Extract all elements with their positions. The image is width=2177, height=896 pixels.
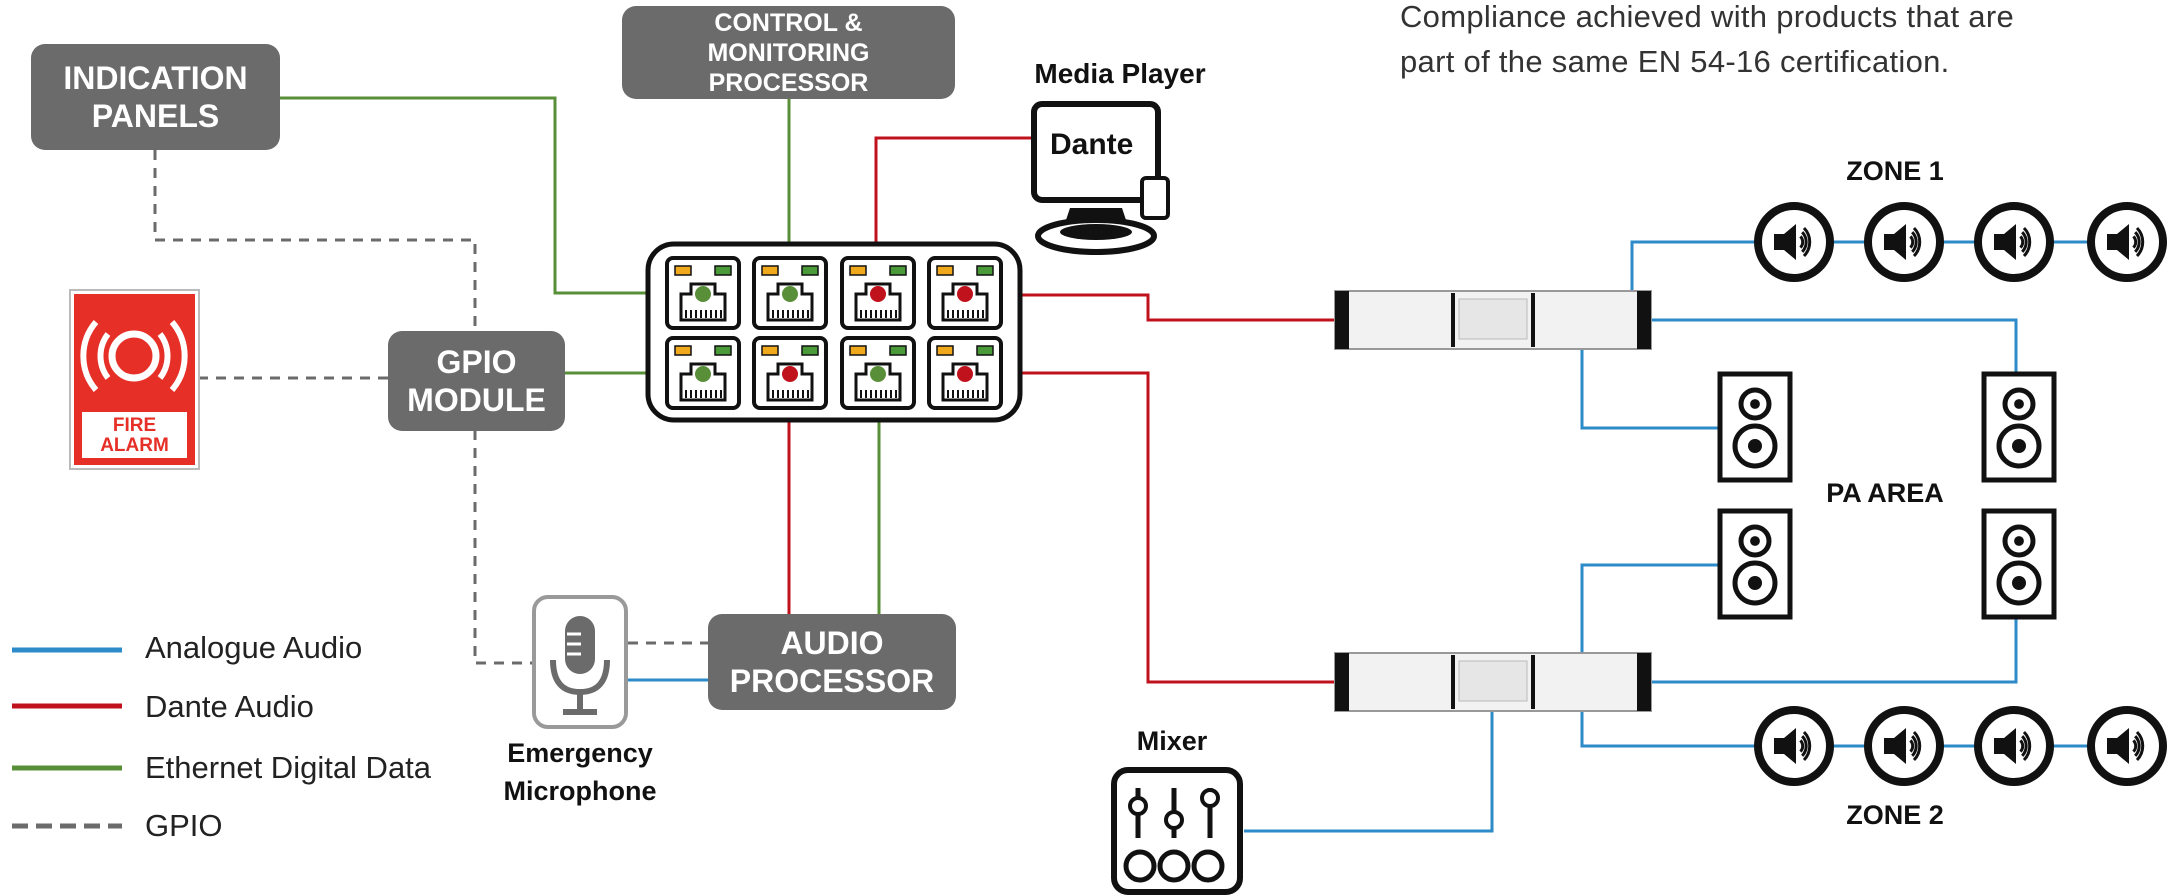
pa-area-label: PA AREA [1826, 478, 1944, 508]
zone1-label: ZONE 1 [1846, 156, 1944, 186]
dante-logo: Dante [1050, 128, 1145, 162]
fire-alarm-icon [69, 289, 200, 470]
media-player-label: Media Player [1034, 58, 1206, 89]
compliance-note-line1: Compliance achieved with products that a… [1400, 0, 2014, 34]
gpio-lines [153, 150, 710, 665]
mixer-icon [1111, 767, 1243, 895]
amplifier-icon [1334, 652, 1652, 712]
audio-processor-line1: AUDIO [780, 624, 884, 661]
fire-alarm-label-line1: FIRE [112, 415, 157, 436]
compliance-note-line2: part of the same EN 54-16 certification. [1400, 44, 1950, 79]
gpio-module-line1: GPIO [436, 343, 517, 380]
emergency-microphone-line1: Emergency [507, 738, 653, 768]
indication-panels-line1: INDICATION [63, 59, 248, 96]
indication-panels-line2: PANELS [91, 98, 220, 134]
emergency-microphone-line2: Microphone [503, 776, 657, 806]
legend-label-ethernet: Ethernet Digital Data [145, 750, 432, 785]
legend-label-gpio: GPIO [145, 808, 223, 843]
fire-alarm-label-line2: ALARM [100, 435, 169, 456]
emergency-microphone-label: Emergency Microphone [480, 734, 680, 810]
fire-alarm-label: FIRE ALARM [82, 416, 187, 456]
zone2-label: ZONE 2 [1846, 800, 1944, 830]
monitor-icon [1031, 101, 1170, 255]
control-monitoring-line1: CONTROL & MONITORING [707, 8, 870, 67]
compliance-note: Compliance achieved with products that a… [1400, 0, 2177, 84]
legend-swatches [12, 647, 122, 829]
dante-logo-text: Dante [1050, 128, 1134, 161]
control-monitoring-line2: PROCESSOR [708, 68, 869, 97]
gpio-module-line2: MODULE [407, 382, 546, 418]
legend-label-analogue: Analogue Audio [145, 630, 363, 665]
microphone-icon [532, 595, 628, 729]
amplifier-icon [1334, 290, 1652, 350]
audio-processor-line2: PROCESSOR [729, 663, 935, 699]
mixer-label: Mixer [1136, 726, 1208, 756]
legend-label-dante: Dante Audio [145, 689, 314, 724]
analogue-lines [628, 240, 2093, 833]
